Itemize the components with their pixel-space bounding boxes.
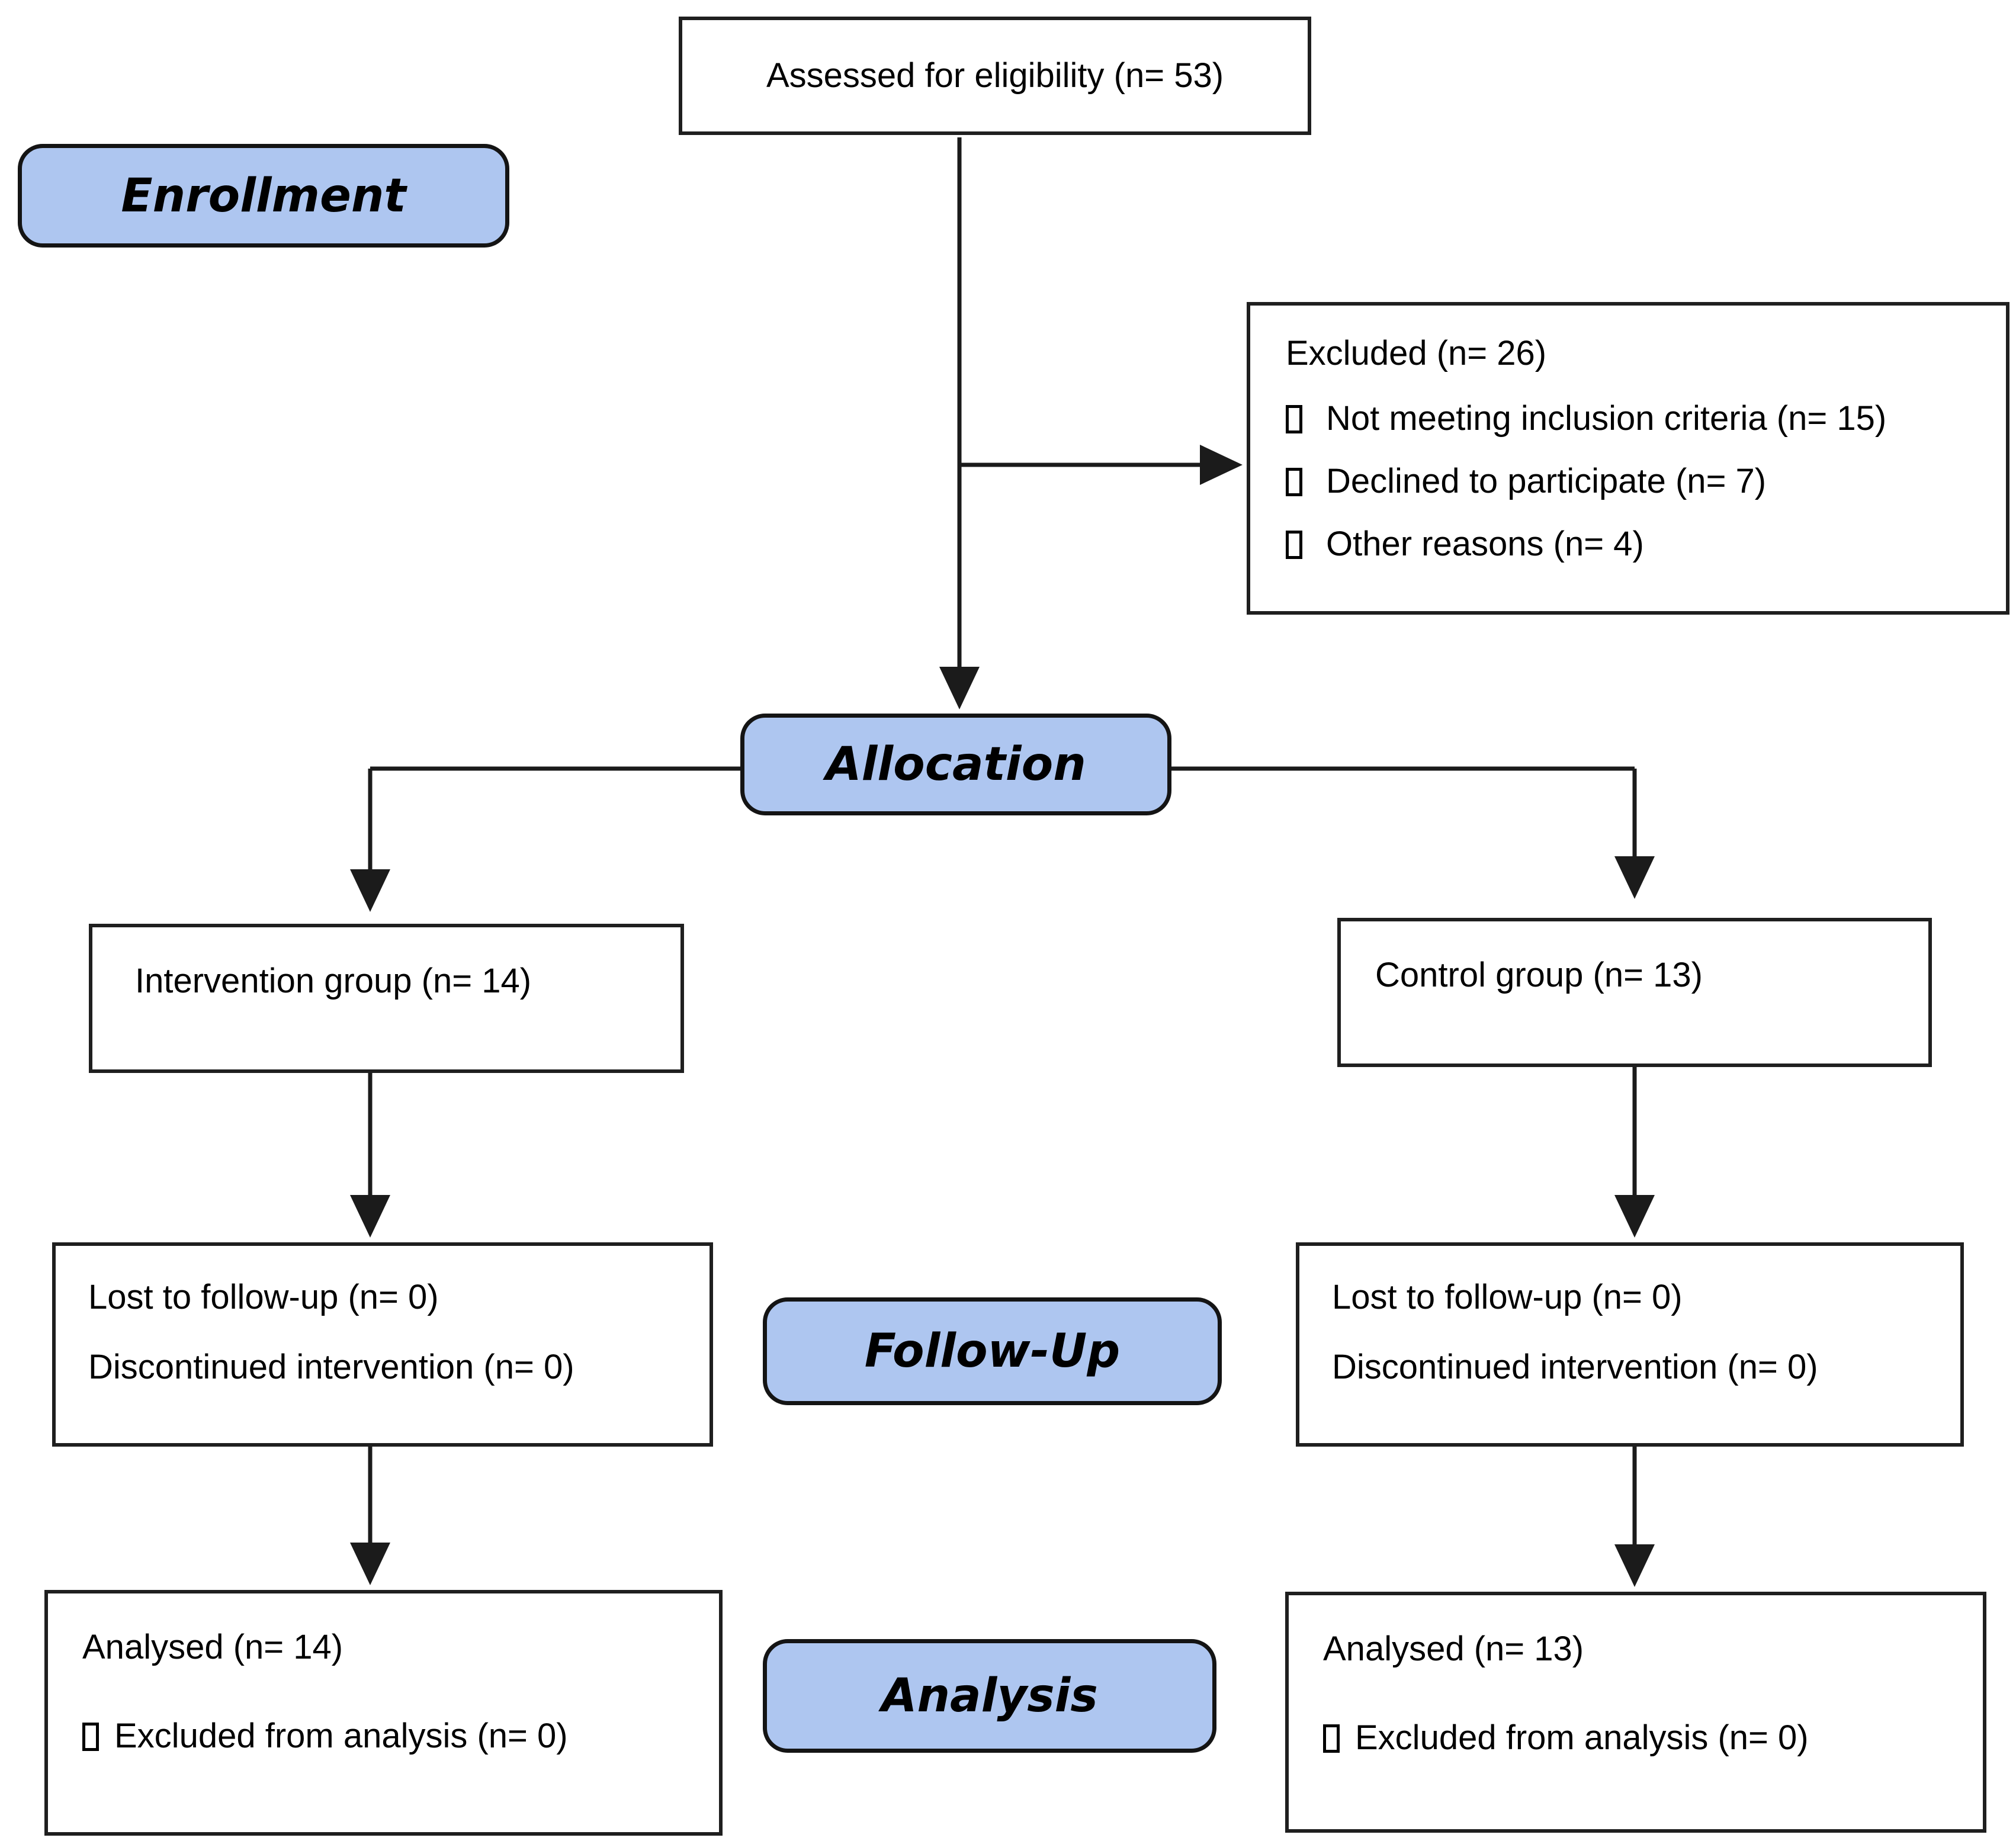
arrowhead-to-analysis-left [350,1543,390,1585]
allocation-stage-label: Allocation [740,714,1171,815]
bullet-icon [1286,531,1302,559]
excluded-item-text: Other reasons (n= 4) [1326,525,1644,563]
control-group-box: Control group (n= 13) [1337,918,1932,1067]
bullet-icon [1323,1724,1340,1753]
excluded-item: Not meeting inclusion criteria (n= 15) [1286,401,1988,436]
bullet-icon [1286,468,1302,496]
analysis-stage-label: Analysis [763,1639,1216,1753]
discontinued-text: Discontinued intervention (n= 0) [1332,1348,1818,1386]
arrowhead-to-analysis-right [1614,1544,1655,1587]
arrowhead-to-allocation [939,667,980,709]
excluded-from-analysis-item: Excluded from analysis (n= 0) [82,1719,707,1753]
excluded-item: Other reasons (n= 4) [1286,527,1988,561]
analysed-text: Analysed (n= 13) [1323,1630,1584,1668]
excluded-item-text: Not meeting inclusion criteria (n= 15) [1326,399,1887,438]
excluded-box: Excluded (n= 26) Not meeting inclusion c… [1247,302,2009,615]
arrowhead-to-control [1614,856,1655,899]
followup-stage-label: Follow-Up [763,1297,1222,1405]
followup-text: Follow-Up [864,1325,1121,1378]
allocation-text: Allocation [826,738,1086,791]
excluded-item: Declined to participate (n= 7) [1286,464,1988,499]
arrowhead-to-followup-right [1614,1195,1655,1238]
intervention-group-box: Intervention group (n= 14) [89,924,684,1073]
intervention-text: Intervention group (n= 14) [135,962,532,1000]
analysis-text: Analysis [881,1669,1098,1723]
analysed-text: Analysed (n= 14) [82,1628,344,1666]
assessed-text: Assessed for eligibility (n= 53) [766,56,1224,95]
arrowhead-to-followup-left [350,1195,390,1238]
enrollment-stage-label: Enrollment [18,144,509,248]
excluded-from-analysis-text: Excluded from analysis (n= 0) [114,1717,568,1755]
excluded-item-text: Declined to participate (n= 7) [1326,462,1767,500]
analysis-right-box: Analysed (n= 13) Excluded from analysis … [1285,1592,1986,1833]
enrollment-text: Enrollment [121,169,406,223]
followup-left-box: Lost to follow-up (n= 0) Discontinued in… [52,1242,713,1447]
followup-right-box: Lost to follow-up (n= 0) Discontinued in… [1296,1242,1964,1447]
bullet-icon [1286,405,1302,433]
excluded-from-analysis-text: Excluded from analysis (n= 0) [1355,1718,1809,1757]
excluded-from-analysis-item: Excluded from analysis (n= 0) [1323,1721,1971,1755]
excluded-title: Excluded (n= 26) [1286,334,1547,372]
lost-to-followup-text: Lost to follow-up (n= 0) [88,1278,439,1316]
control-text: Control group (n= 13) [1375,956,1703,994]
arrowhead-to-excluded [1200,445,1243,485]
arrowhead-to-intervention [350,869,390,912]
assessed-box: Assessed for eligibility (n= 53) [679,17,1311,135]
analysis-left-box: Analysed (n= 14) Excluded from analysis … [44,1590,723,1836]
bullet-icon [82,1723,99,1751]
discontinued-text: Discontinued intervention (n= 0) [88,1348,574,1386]
lost-to-followup-text: Lost to follow-up (n= 0) [1332,1278,1683,1316]
